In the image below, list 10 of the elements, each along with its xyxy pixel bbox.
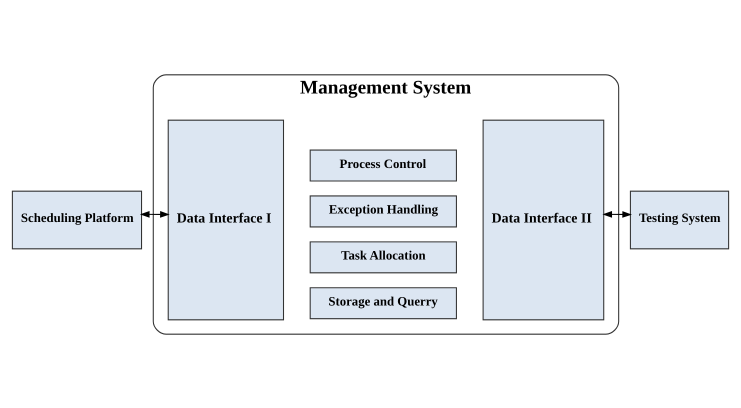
node-box: Data Interface II — [482, 119, 604, 320]
node-box: Data Interface I — [168, 119, 284, 320]
node-box: Testing System — [630, 190, 730, 249]
node-box: Task Allocation — [310, 240, 457, 273]
node-box: Process Control — [310, 149, 457, 182]
node-box: Exception Handling — [310, 194, 457, 227]
node-box: Storage and Querry — [310, 286, 457, 319]
arrow — [140, 210, 170, 218]
node-box: Scheduling Platform — [12, 190, 142, 249]
arrow — [602, 210, 632, 218]
